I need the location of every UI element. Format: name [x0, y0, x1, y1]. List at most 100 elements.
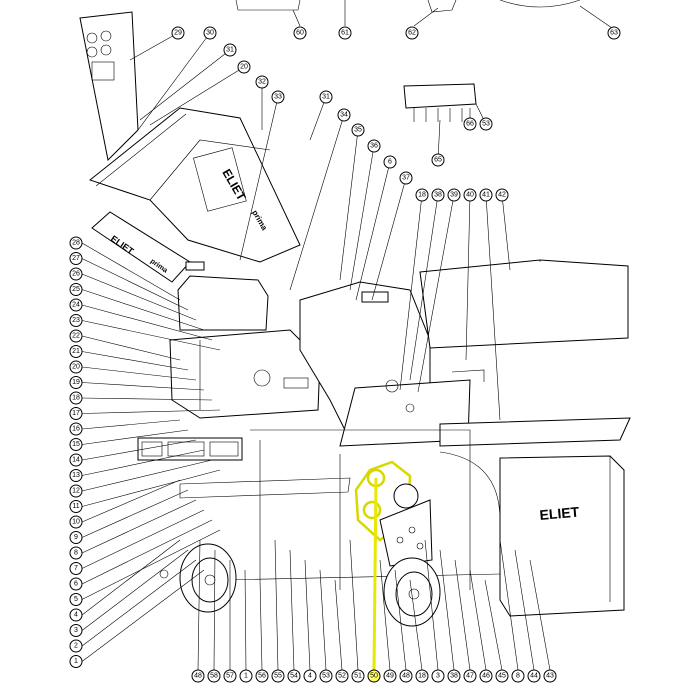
callouts_right_top-callout-42: 42	[495, 188, 509, 202]
callout-number: 30	[206, 30, 214, 37]
leader-line	[81, 519, 213, 585]
callout-number: 1	[244, 673, 248, 680]
callout-number: 7	[74, 565, 78, 572]
callouts-left: 2827262524232221201918171615141312111098…	[69, 236, 83, 668]
leader-line	[501, 194, 511, 271]
leader-line	[81, 539, 181, 616]
callouts_left-callout-20: 20	[69, 360, 83, 374]
callout-number: 34	[340, 112, 348, 119]
callouts_left-callout-26: 26	[69, 267, 83, 281]
callout-number: 46	[482, 673, 490, 680]
washer	[159, 569, 169, 579]
callouts_left-callout-6: 6	[69, 577, 83, 591]
leader-line	[485, 194, 501, 421]
leader-line	[319, 569, 327, 671]
leader-line	[81, 459, 213, 492]
callout-number: 13	[72, 472, 80, 479]
callouts_left-callout-11: 11	[69, 500, 83, 513]
leader-line	[81, 429, 189, 445]
callouts_left-callout-16: 16	[69, 422, 83, 436]
callout-number: 63	[610, 30, 618, 37]
callouts_right_top-callout-35: 35	[351, 123, 365, 137]
leader-line	[129, 32, 179, 61]
leader-line	[81, 366, 197, 381]
leader-line	[197, 539, 201, 671]
callout-number: 22	[72, 333, 80, 340]
callouts_left-callout-4: 4	[69, 608, 83, 622]
leader-line	[81, 335, 181, 361]
callout-number: 23	[72, 317, 80, 324]
leader-line	[424, 539, 439, 671]
leader-line	[409, 579, 423, 671]
callout-number: 8	[516, 673, 520, 680]
callout-number: 61	[341, 30, 349, 37]
callouts_left-callout-27: 27	[69, 252, 83, 265]
leader-line	[81, 351, 189, 371]
callout-number: 57	[226, 673, 234, 680]
callouts_right_top-callout-37: 37	[399, 171, 413, 185]
leader-line	[81, 469, 221, 507]
callouts_left-callout-8: 8	[69, 546, 83, 560]
callouts_left-callout-13: 13	[69, 469, 83, 482]
leader-line	[81, 479, 181, 523]
callout-number: 50	[370, 673, 378, 680]
callout-number: 60	[296, 30, 304, 37]
callouts_bottom-callout-3: 3	[431, 669, 445, 683]
callout-number: 38	[450, 673, 458, 680]
callouts_right_top-callout-38: 38	[431, 188, 445, 202]
callout-number: 55	[274, 673, 282, 680]
callout-number: 12	[72, 488, 80, 495]
leader-line	[81, 320, 221, 351]
callout-number: 3	[436, 673, 440, 680]
callouts_bottom-callout-49: 49	[383, 669, 397, 683]
leader-line	[379, 559, 391, 671]
callouts_left-callout-7: 7	[69, 562, 83, 575]
callouts_bottom-callout-57: 57	[223, 669, 237, 683]
callouts_right_top-callout-32: 32	[255, 75, 269, 89]
callout-number: 21	[72, 348, 80, 355]
callout-number: 14	[72, 457, 80, 464]
callout-number: 3	[74, 627, 78, 634]
callouts_bottom-callout-52: 52	[335, 669, 349, 683]
callout-number: 31	[322, 94, 330, 101]
leader-line	[81, 273, 197, 321]
highlighted-belt-assembly	[354, 460, 433, 567]
callout-number: 11	[72, 503, 79, 510]
callouts_bottom-callout-47: 47	[463, 669, 477, 683]
leader-line	[465, 194, 471, 361]
callout-number: 4	[74, 612, 78, 619]
callout-number: 65	[434, 157, 442, 164]
callout-number: 32	[258, 79, 266, 86]
callout-number: 20	[240, 64, 248, 71]
callout-number: 4	[308, 673, 312, 680]
callouts_right_top-callout-6: 6	[383, 155, 397, 169]
callout-number: 45	[498, 673, 506, 680]
leader-line	[81, 529, 221, 600]
callout-number: 56	[258, 673, 266, 680]
callouts_right_top-callout-66: 66	[463, 117, 477, 131]
leader-line	[394, 569, 407, 671]
callouts_bottom-callout-4: 4	[303, 669, 317, 683]
leader-line	[137, 32, 211, 131]
callouts_bottom-callout-48: 48	[191, 669, 205, 683]
callout-number: 16	[72, 426, 80, 433]
callout-number: 66	[466, 121, 474, 128]
callout-number: 41	[482, 192, 490, 199]
leader-line	[81, 439, 197, 461]
wheel-right	[383, 557, 441, 627]
callout-number: 9	[74, 534, 78, 541]
callouts_right_top-callout-65: 65	[431, 153, 445, 167]
callouts_left-callout-3: 3	[69, 624, 83, 637]
callouts_left-callout-17: 17	[69, 407, 83, 420]
callout-number: 15	[72, 441, 80, 448]
leader-line	[274, 539, 279, 671]
leader-line	[81, 419, 181, 430]
callout-number: 18	[72, 395, 80, 402]
callouts_right_top-callout-36: 36	[367, 139, 381, 153]
callout-number: 26	[72, 271, 80, 278]
leader-line	[514, 549, 535, 671]
callouts_bottom-callout-46: 46	[479, 669, 493, 683]
